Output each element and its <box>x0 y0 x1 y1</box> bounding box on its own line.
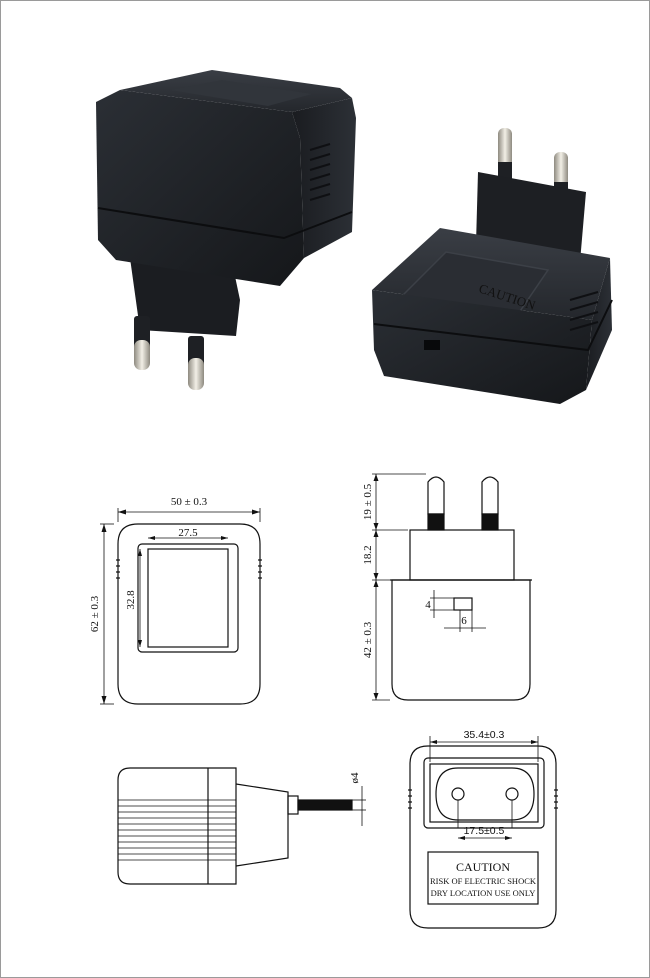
plug-face-arrows <box>430 740 538 840</box>
product-photo-back: CAUTION <box>372 128 613 404</box>
caution-line-2: DRY LOCATION USE ONLY <box>431 888 536 898</box>
product-photo-front <box>96 70 356 390</box>
side-view-drawing <box>372 473 532 701</box>
plug-face-drawing <box>408 736 558 929</box>
pin-length-dim: 19 ± 0.5 <box>362 483 374 520</box>
caution-line-1: RISK OF ELECTRIC SHOCK <box>430 876 537 886</box>
caution-title: CAUTION <box>456 860 510 874</box>
profile-view-drawing <box>117 767 366 885</box>
front-view-drawing <box>100 508 262 705</box>
pin-spacing-dim: 17.5±0.5 <box>464 825 505 837</box>
window-height-dim: 32.8 <box>125 590 137 610</box>
plug-height-dim: 18.2 <box>362 545 374 564</box>
slot-height-dim: 4 <box>425 599 431 611</box>
body-height-dim: 42 ± 0.3 <box>362 621 374 658</box>
slot-width-dim: 6 <box>461 615 467 627</box>
face-width-dim: 35.4±0.3 <box>464 729 505 741</box>
side-view-arrows <box>373 474 379 700</box>
front-view-arrows <box>101 509 260 704</box>
window-width-dim: 27.5 <box>178 527 198 539</box>
front-height-dim: 62 ± 0.3 <box>89 595 101 632</box>
pin-diameter-dim: ø4 <box>349 772 361 784</box>
front-width-dim: 50 ± 0.3 <box>171 496 208 508</box>
